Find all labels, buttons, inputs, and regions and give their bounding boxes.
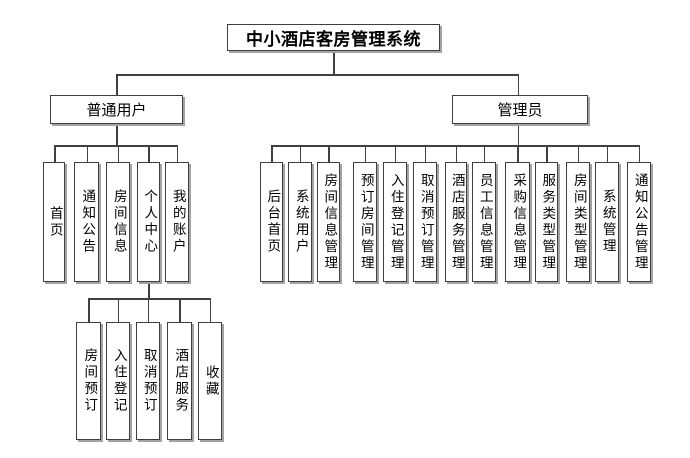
node-label: 房间信息 (110, 189, 127, 255)
node-label: 系统用户 (292, 189, 309, 255)
node-label: 服务类型管理 (539, 172, 556, 272)
node-room-type-management: 房间类型管理 (566, 162, 590, 282)
connector-line (517, 145, 519, 163)
regular-user-label: 普通用户 (86, 101, 147, 119)
connector-line (638, 145, 640, 163)
node-label: 入住登记 (110, 348, 127, 414)
connector-line (546, 145, 548, 163)
connector-line (88, 298, 90, 323)
node-room-booking-management: 预订房间管理 (353, 162, 377, 282)
node-label: 取消预订 (140, 348, 157, 414)
node-label: 酒店服务管理 (448, 172, 465, 272)
node-cancel-reservation: 取消预订 (136, 322, 160, 440)
connector-line (88, 298, 211, 300)
node-notice-management: 通知公告管理 (627, 162, 651, 282)
node-label: 我的账户 (169, 189, 186, 255)
node-label: 取消预订管理 (417, 172, 434, 272)
connector-line (333, 51, 335, 75)
connector-line (424, 145, 426, 163)
node-label: 系统管理 (599, 189, 616, 255)
node-backend-home: 后台首页 (260, 162, 283, 282)
node-label: 后台首页 (264, 189, 281, 255)
node-room-reservation: 房间预订 (76, 322, 101, 440)
node-label: 通知公告管理 (631, 172, 648, 272)
connector-line (209, 298, 211, 323)
connector-line (54, 145, 56, 163)
node-label: 预订房间管理 (357, 172, 374, 272)
node-hotel-service: 酒店服务 (167, 322, 192, 440)
node-label: 房间类型管理 (570, 172, 587, 272)
connector-line (577, 145, 579, 163)
connector-line (116, 74, 118, 95)
node-personal-center: 个人中心 (137, 162, 160, 282)
connector-line (86, 145, 88, 163)
node-system-user: 系统用户 (288, 162, 312, 282)
connector-line (271, 145, 273, 163)
node-administrator: 管理员 (452, 95, 588, 124)
connector-line (116, 123, 118, 146)
connector-line (517, 123, 519, 146)
node-room-info: 房间信息 (106, 162, 130, 282)
node-check-in-management: 入住登记管理 (383, 162, 407, 282)
node-label: 收藏 (202, 364, 219, 398)
node-my-account: 我的账户 (165, 162, 189, 282)
node-label: 房间信息管理 (321, 172, 338, 272)
connector-line (148, 145, 150, 163)
node-root-title: 中小酒店客房管理系统 (227, 24, 440, 51)
node-label: 采购信息管理 (510, 172, 527, 272)
node-regular-user: 普通用户 (50, 95, 183, 124)
node-label: 员工信息管理 (476, 172, 493, 272)
connector-line (179, 298, 181, 323)
node-label: 个人中心 (141, 189, 158, 255)
node-system-management: 系统管理 (595, 162, 619, 282)
connector-line (176, 145, 178, 163)
connector-line (517, 74, 519, 95)
connector-line (271, 145, 639, 147)
connector-line (328, 145, 330, 163)
connector-line (147, 298, 149, 323)
node-label: 入住登记管理 (387, 172, 404, 272)
node-cancel-booking-management: 取消预订管理 (413, 162, 437, 282)
connector-line (117, 298, 119, 323)
node-label: 酒店服务 (172, 348, 189, 414)
node-home: 首页 (43, 162, 65, 282)
root-title-label: 中小酒店客房管理系统 (246, 30, 421, 50)
connector-line (394, 145, 396, 163)
node-staff-info-management: 员工信息管理 (472, 162, 496, 282)
administrator-label: 管理员 (497, 101, 543, 119)
connector-line (54, 145, 178, 147)
connector-line (364, 145, 366, 163)
connector-line (116, 74, 519, 76)
connector-line (117, 145, 119, 163)
connector-line (455, 145, 457, 163)
node-notice-announcement: 通知公告 (74, 162, 99, 282)
node-favorites: 收藏 (198, 322, 222, 440)
connector-line (299, 145, 301, 163)
node-label: 房间预订 (81, 348, 98, 414)
node-check-in-registration: 入住登记 (106, 322, 130, 440)
connector-line (606, 145, 608, 163)
node-label: 首页 (46, 205, 63, 239)
node-label: 通知公告 (79, 189, 96, 255)
node-room-info-management: 房间信息管理 (317, 162, 340, 282)
connector-line (148, 281, 150, 299)
connector-line (483, 145, 485, 163)
node-hotel-service-management: 酒店服务管理 (445, 162, 467, 282)
node-service-type-management: 服务类型管理 (535, 162, 558, 282)
node-purchase-info-management: 采购信息管理 (505, 162, 530, 282)
